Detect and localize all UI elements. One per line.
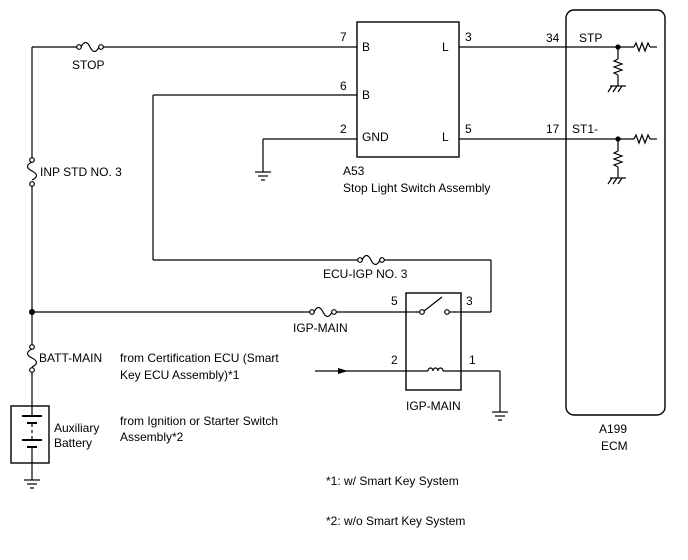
component-code: A53 [343,164,365,178]
stop-fuse: STOP [32,41,357,72]
component-name: Stop Light Switch Assembly [343,181,490,195]
footnote-1: *1: w/ Smart Key System [326,474,459,488]
ecm-pin-label: ST1- [572,122,598,136]
pin-label: B [362,40,370,54]
pin-number: 5 [465,122,472,136]
stp-signal-line: 34 [459,31,566,48]
igp-main-fuse-label: IGP-MAIN [293,321,348,335]
stop-fuse-label: STOP [72,58,104,72]
cert-source-line1: from Certification ECU (Smart [120,351,279,365]
batt-main-fuse: BATT-MAIN [26,344,102,373]
relay-coil-input [315,368,406,374]
footnote-2: *2: w/o Smart Key System [326,514,465,528]
pin-label: L [442,130,449,144]
relay-pin: 2 [391,353,398,367]
st1-signal-line: 17 [459,122,566,140]
ecu-igp-circuit: ECU-IGP NO. 3 [152,94,492,313]
ecm-unit: STP ST1- A199 ECM [565,9,666,453]
battery-ground-icon [24,479,40,489]
switch-ground [255,138,357,181]
ign-source-line1: from Ignition or Starter Switch [120,414,278,428]
ecm-st1-input-circuit [566,133,657,185]
batt-main-fuse-label: BATT-MAIN [39,351,102,365]
pin-label: B [362,88,370,102]
pin-number: 2 [340,122,347,136]
pin-label: L [442,40,449,54]
relay-pin: 3 [466,294,473,308]
pin-number: 17 [546,122,560,136]
stop-light-switch-assembly: 7 B 6 B 2 GND L L 3 5 A53 Stop Light Swi… [340,21,490,195]
ecu-igp-fuse-label: ECU-IGP NO. 3 [323,267,408,281]
pin-number: 6 [340,79,347,93]
auxiliary-battery: Auxiliary Battery [10,405,99,480]
pin-number: 3 [465,30,472,44]
ecm-pin-label: STP [579,31,602,45]
relay-name: IGP-MAIN [406,399,461,413]
relay-pin: 5 [391,294,398,308]
ign-source-line2: Assembly*2 [120,430,184,444]
relay-pin: 1 [469,353,476,367]
battery-label-line1: Auxiliary [54,421,99,435]
footnotes: *1: w/ Smart Key System *2: w/o Smart Ke… [326,474,465,528]
cert-source-line2: Key ECU Assembly)*1 [120,368,240,382]
relay-ground [461,370,508,421]
igp-main-relay: 5 3 2 1 IGP-MAIN [391,292,476,413]
battery-label-line2: Battery [54,436,92,450]
pin-number: 34 [546,31,560,45]
inp-std-fuse: INP STD NO. 3 [26,157,122,187]
ecm-code: A199 [599,422,627,436]
pin-number: 7 [340,30,347,44]
igp-main-fuse: IGP-MAIN [29,306,406,335]
inp-std-fuse-label: INP STD NO. 3 [40,165,122,179]
ecm-stp-input-circuit [566,41,657,93]
source-annotations: from Certification ECU (Smart Key ECU As… [120,351,279,444]
pin-label: GND [362,130,389,144]
ecm-name: ECM [601,439,628,453]
